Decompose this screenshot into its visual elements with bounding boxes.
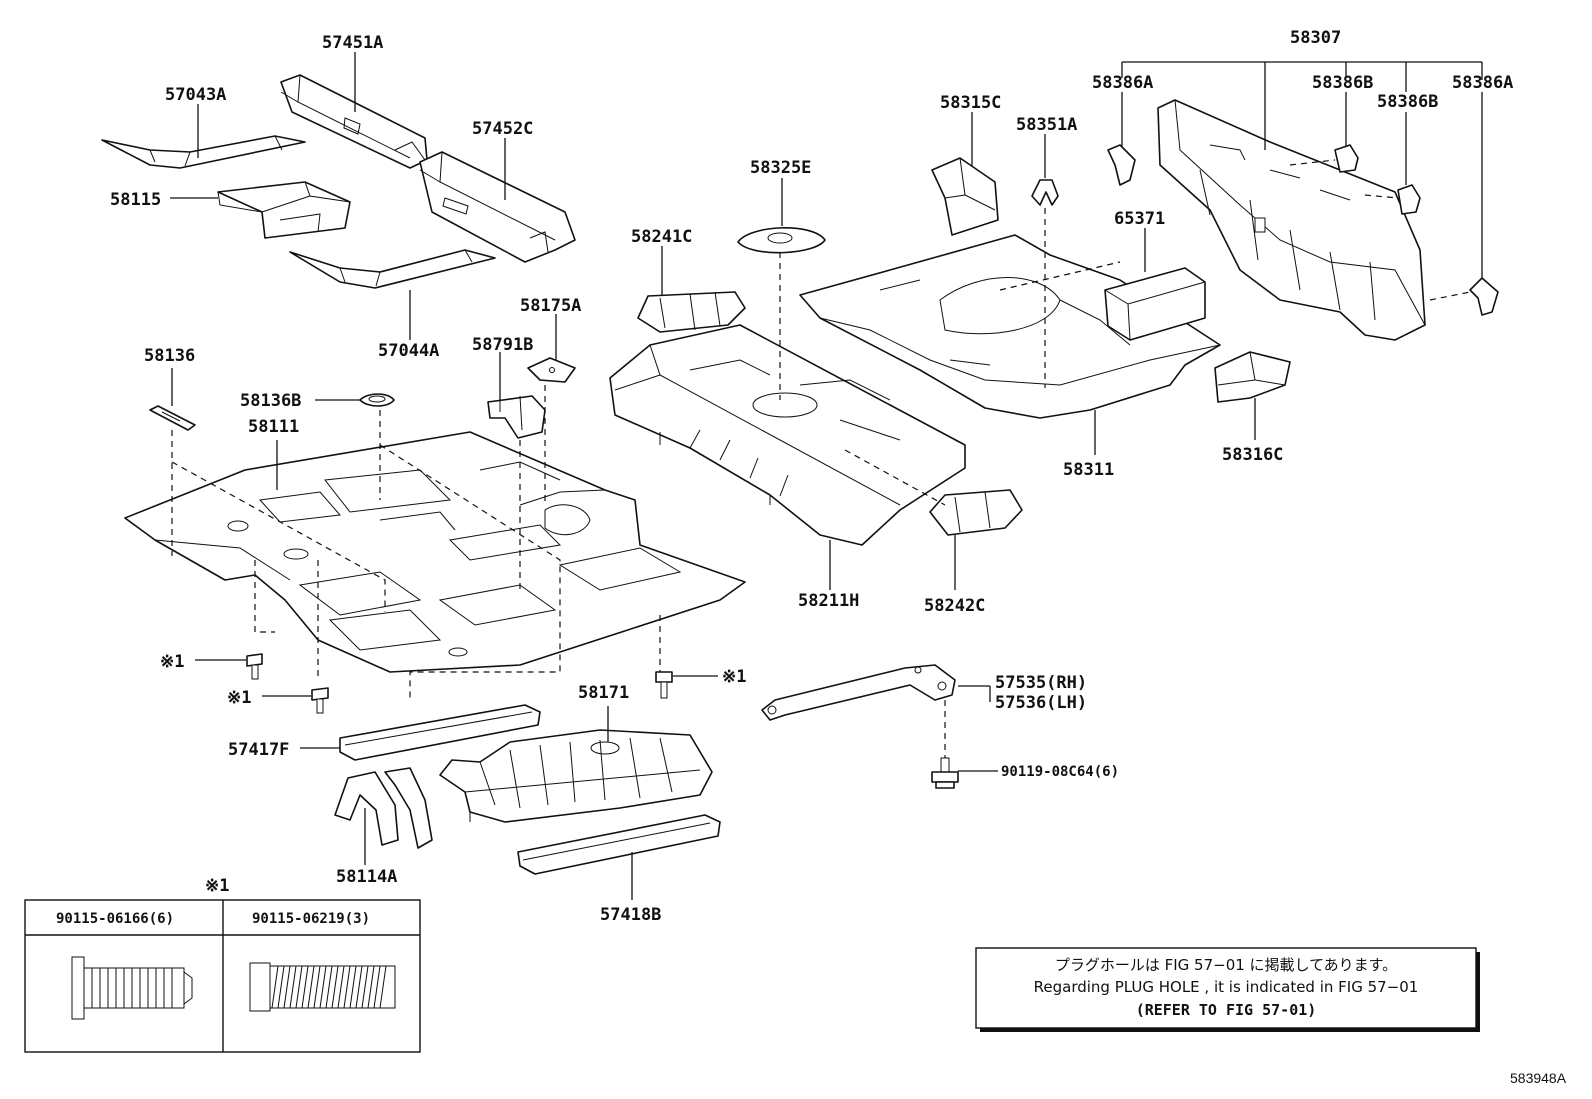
part-58175A-shape: [527, 357, 576, 383]
part-58386A-right-shape: [1469, 277, 1499, 316]
fastener-bolt-2-drawing: [249, 962, 396, 1012]
guide-58386A-right: [1429, 291, 1471, 301]
part-58242C-shape: [929, 489, 1023, 536]
label-58115: 58115: [110, 190, 161, 210]
label-57044A: 57044A: [378, 341, 439, 361]
fastener-col2-part-no: 90115-06219(3): [252, 911, 370, 927]
label-65371: 65371: [1114, 209, 1165, 229]
bolt-left: [246, 653, 263, 680]
fastener-bolt-1-drawing: [71, 956, 193, 1020]
bolt-middle: [311, 687, 329, 714]
part-58386A-left-shape: [1107, 144, 1136, 186]
label-ref1-a: ※1: [160, 652, 184, 672]
label-57043A: 57043A: [165, 85, 226, 105]
label-58175A: 58175A: [520, 296, 581, 316]
label-58351A: 58351A: [1016, 115, 1077, 135]
bolt-right: [655, 671, 673, 699]
part-58171-shape: [439, 729, 713, 823]
fastener-col1-part-no: 90115-06166(6): [56, 911, 174, 927]
label-58791B: 58791B: [472, 335, 533, 355]
label-57452C: 57452C: [472, 119, 533, 139]
part-65371-shape: [1104, 267, 1206, 341]
guide-lines-front-a: [171, 430, 386, 678]
label-57417F: 57417F: [228, 740, 289, 760]
part-58111-shape: [124, 431, 746, 673]
part-57451A-shape: [280, 74, 428, 169]
label-58111: 58111: [248, 417, 299, 437]
part-58241C-shape: [637, 291, 746, 333]
label-58307: 58307: [1290, 28, 1341, 48]
note-box: [975, 947, 1480, 1032]
part-58351A-shape: [1031, 179, 1059, 206]
label-58316C: 58316C: [1222, 445, 1283, 465]
label-58315C: 58315C: [940, 93, 1001, 113]
label-58242C: 58242C: [924, 596, 985, 616]
label-58171: 58171: [578, 683, 629, 703]
label-58311: 58311: [1063, 460, 1114, 480]
label-57418B: 57418B: [600, 905, 661, 925]
part-58114A-shape: [334, 767, 433, 849]
guide-lines-front-b: [379, 385, 561, 700]
note-line-ref: (REFER TO FIG 57-01): [1136, 1001, 1317, 1019]
part-57417F-shape: [339, 704, 541, 761]
label-58386B-top: 58386B: [1312, 73, 1373, 93]
fastener-table-ref: ※1: [205, 876, 229, 896]
label-58386A-right: 58386A: [1452, 73, 1513, 93]
guide-58242C: [844, 449, 946, 506]
part-58791B-shape: [487, 395, 546, 439]
note-line-en: Regarding PLUG HOLE , it is indicated in…: [1034, 978, 1419, 996]
label-58325E: 58325E: [750, 158, 811, 178]
part-58311-shape: [799, 234, 1221, 419]
label-58386B-right: 58386B: [1377, 92, 1438, 112]
document-id: 583948A: [1510, 1070, 1567, 1086]
label-58211H: 58211H: [798, 591, 859, 611]
guide-65371: [999, 261, 1121, 291]
label-58114A: 58114A: [336, 867, 397, 887]
label-58136: 58136: [144, 346, 195, 366]
part-58136B-shape: [359, 393, 395, 407]
label-57535: 57535(RH): [995, 673, 1087, 693]
label-58136B: 58136B: [240, 391, 301, 411]
part-57452C-shape: [419, 151, 576, 263]
part-58325E-shape: [737, 227, 826, 254]
part-58386B-top-shape: [1334, 144, 1359, 173]
part-57535-shape: [761, 664, 956, 721]
label-90119: 90119-08C64(6): [1001, 764, 1119, 780]
part-57044A-shape: [289, 249, 496, 289]
part-90119-shape: [931, 757, 959, 789]
part-58136-shape: [149, 405, 196, 431]
part-58315C-shape: [931, 157, 999, 236]
label-ref1-c: ※1: [722, 667, 746, 687]
label-58386A-left: 58386A: [1092, 73, 1153, 93]
guide-58386B-right: [1364, 194, 1399, 199]
leader-57535: [958, 685, 991, 702]
part-58316C-shape: [1214, 351, 1291, 403]
label-58241C: 58241C: [631, 227, 692, 247]
part-58211H-shape: [609, 324, 966, 546]
leader-58307: [1121, 61, 1483, 150]
note-line-jp: プラグホールは FIG 57−01 に掲載してあります。: [1055, 956, 1397, 974]
part-58307-shape: [1157, 99, 1426, 341]
label-57451A: 57451A: [322, 33, 383, 53]
part-57043A-shape: [101, 135, 306, 169]
label-ref1-b: ※1: [227, 688, 251, 708]
part-58115-shape: [217, 181, 351, 239]
part-57418B-shape: [517, 814, 721, 875]
label-57536: 57536(LH): [995, 693, 1087, 713]
part-58386B-right-shape: [1397, 184, 1421, 215]
guide-58386B-top: [1289, 159, 1336, 166]
